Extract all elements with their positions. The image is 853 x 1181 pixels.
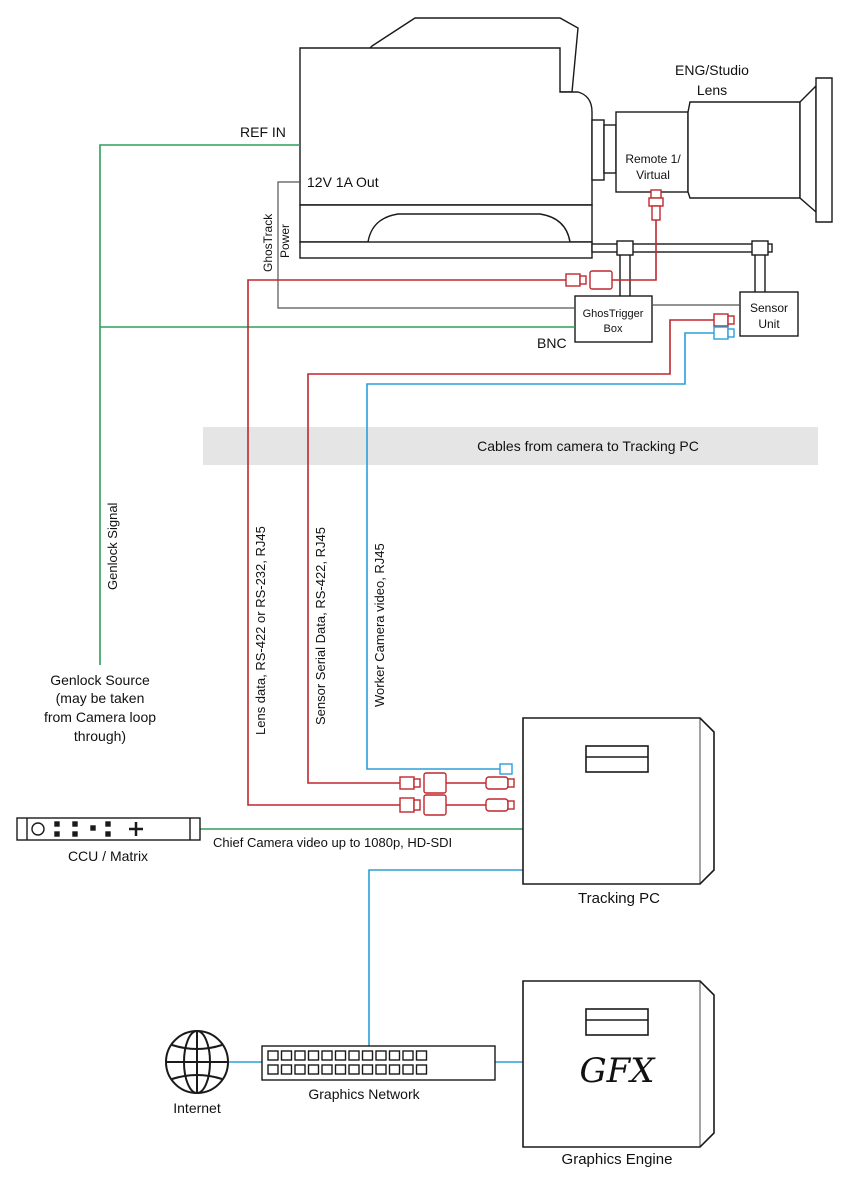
switch-port: [294, 1050, 306, 1061]
switch-port: [321, 1050, 333, 1061]
ghostrigger-label-2: Box: [604, 323, 623, 335]
ghostrack-power-label-1: GhosTrack: [261, 213, 275, 272]
lens-title-2: Lens: [697, 82, 727, 98]
remote-red-connector: [648, 189, 664, 221]
power-cables: [277, 181, 740, 309]
power-out-label: 12V 1A Out: [307, 174, 379, 190]
worker-video-label: Worker Camera video, RJ45: [372, 543, 387, 707]
switch-port: [402, 1064, 414, 1075]
sensor-data-connectors: [399, 313, 735, 794]
chief-video-label: Chief Camera video up to 1080p, HD-SDI: [213, 835, 452, 850]
network-cables: [229, 869, 523, 1063]
switch-port: [415, 1064, 428, 1075]
lens-data-connectors: [399, 270, 613, 816]
switch-port: [280, 1050, 293, 1061]
switch-port: [267, 1050, 279, 1061]
switch-port: [415, 1050, 428, 1061]
sensor-unit-label-2: Unit: [758, 317, 780, 331]
internet-label: Internet: [173, 1100, 221, 1116]
cables-banner: [203, 427, 818, 465]
switch-port: [348, 1050, 360, 1061]
ccu-matrix-unit: [16, 817, 201, 841]
worker-video-connectors: [499, 326, 735, 775]
switch-port: [402, 1050, 414, 1061]
tracking-pc: [522, 717, 715, 885]
internet-globe-icon: [165, 1030, 229, 1094]
graphics-engine-label: Graphics Engine: [562, 1151, 673, 1168]
genlock-source-label-2: (may be taken: [56, 690, 145, 706]
lens-data-label: Lens data, RS-422 or RS-232, RJ45: [253, 526, 268, 735]
switch-port: [294, 1064, 306, 1075]
sensor-data-cable: [307, 319, 714, 784]
lens-data-cable: [247, 220, 657, 806]
switch-port: [307, 1064, 320, 1075]
cables-banner-label: Cables from camera to Tracking PC: [477, 438, 699, 454]
gfx-logo: GFX: [580, 1051, 657, 1091]
switch-port: [375, 1050, 387, 1061]
ghostrigger-label-1: GhosTrigger: [583, 308, 644, 320]
graphics-network-label: Graphics Network: [308, 1086, 420, 1102]
ref-in-label: REF IN: [240, 124, 286, 140]
switch-port: [280, 1064, 293, 1075]
switch-port: [334, 1064, 347, 1075]
worker-video-cable: [366, 332, 714, 770]
switch-port: [361, 1064, 374, 1075]
bnc-label: BNC: [537, 335, 567, 351]
genlock-source-label-4: through): [74, 728, 126, 744]
ccu-label: CCU / Matrix: [68, 848, 148, 864]
graphics-engine: [522, 980, 715, 1148]
network-switch: [261, 1045, 496, 1081]
remote-label-1: Remote 1/: [625, 152, 681, 166]
switch-port: [267, 1064, 279, 1075]
switch-port: [388, 1064, 401, 1075]
genlock-cables: [99, 144, 575, 830]
switch-port: [375, 1064, 387, 1075]
ghostrack-power-label-2: Power: [278, 224, 292, 258]
lens-title-1: ENG/Studio: [675, 62, 749, 78]
ghostrigger-box: [574, 295, 653, 343]
genlock-source-label-3: from Camera loop: [44, 709, 156, 725]
mount-rail: [591, 240, 773, 296]
sensor-unit: [739, 291, 799, 337]
switch-port: [388, 1050, 401, 1061]
switch-port: [361, 1050, 374, 1061]
switch-port: [307, 1050, 320, 1061]
lens: [591, 77, 833, 223]
camera: [299, 17, 593, 259]
tracking-pc-label: Tracking PC: [578, 890, 660, 907]
switch-port: [334, 1050, 347, 1061]
genlock-signal-label: Genlock Signal: [105, 502, 120, 590]
genlock-source-label-1: Genlock Source: [50, 672, 150, 688]
sensor-data-label: Sensor Serial Data, RS-422, RJ45: [313, 527, 328, 725]
switch-port: [348, 1064, 360, 1075]
switch-port: [321, 1064, 333, 1075]
sensor-unit-label-1: Sensor: [750, 301, 788, 315]
remote-label-2: Virtual: [636, 168, 670, 182]
